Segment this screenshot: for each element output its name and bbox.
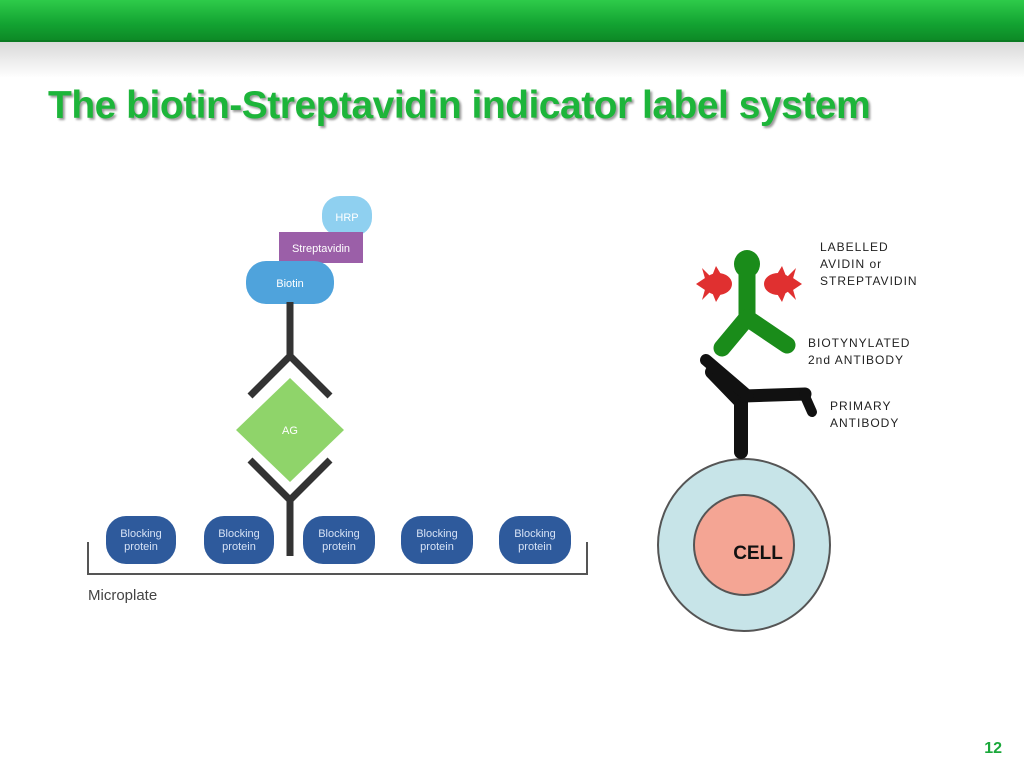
biotin-label: Biotin	[276, 278, 304, 290]
label-burst-left	[696, 266, 732, 302]
primary-antibody-label-line2: ANTIBODY	[830, 416, 899, 430]
primary-antibody	[700, 354, 817, 459]
blocking-protein: Blocking protein	[499, 516, 571, 564]
svg-text:Blocking: Blocking	[218, 528, 260, 540]
biotinylated-antibody-label-line2: 2nd ANTIBODY	[808, 353, 904, 367]
biotin-shape	[246, 261, 334, 304]
svg-text:protein: protein	[420, 541, 454, 553]
cell-label: CELL	[733, 543, 783, 564]
primary-antibody-label-line1: PRIMARY	[830, 399, 891, 413]
page-number: 12	[984, 740, 1002, 757]
blocking-protein: Blocking protein	[106, 516, 176, 564]
labelled-avidin-label-line3: STREPTAVIDIN	[820, 274, 918, 288]
cell-nucleus	[693, 494, 795, 596]
svg-text:Blocking: Blocking	[318, 528, 360, 540]
blocking-protein: Blocking protein	[303, 516, 375, 564]
svg-text:protein: protein	[222, 541, 256, 553]
blocking-protein: Blocking protein	[204, 516, 274, 564]
slide-title: The biotin-Streptavidin indicator label …	[48, 84, 871, 127]
biotinylated-antibody-label-line1: BIOTYNYLATED	[808, 336, 910, 350]
microplate-label: Microplate	[88, 587, 157, 604]
streptavidin-label: Streptavidin	[292, 243, 350, 255]
antigen-shape	[236, 378, 344, 482]
header-bar	[0, 0, 1024, 42]
antigen-label: AG	[282, 425, 298, 437]
detection-antibody	[247, 302, 333, 399]
labelled-avidin-label-line1: LABELLED	[820, 240, 889, 254]
labelled-avidin-label-line2: AVIDIN or	[820, 257, 882, 271]
svg-text:protein: protein	[322, 541, 356, 553]
svg-text:protein: protein	[124, 541, 158, 553]
blocking-protein: Blocking protein	[401, 516, 473, 564]
avidin-head	[734, 250, 760, 278]
svg-text:Blocking: Blocking	[120, 528, 162, 540]
hrp-shape	[322, 196, 372, 236]
microplate-well	[87, 542, 588, 575]
capture-antibody	[247, 457, 333, 556]
svg-text:protein: protein	[518, 541, 552, 553]
hrp-label: HRP	[335, 212, 358, 224]
label-burst-right	[764, 266, 802, 302]
header-shadow	[0, 42, 1024, 78]
svg-text:Blocking: Blocking	[514, 528, 556, 540]
streptavidin-shape	[279, 232, 363, 263]
svg-text:Blocking: Blocking	[416, 528, 458, 540]
